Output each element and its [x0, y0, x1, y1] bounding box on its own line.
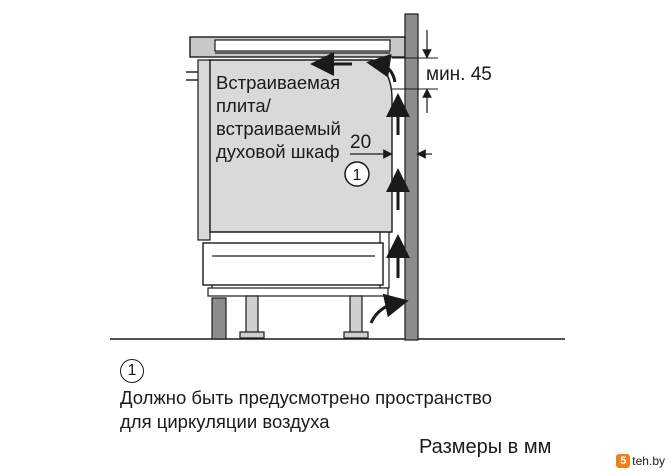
dim-min-label: мин. 45	[426, 64, 492, 85]
units-text: Размеры в мм	[419, 436, 552, 458]
airflow-arrow-bottom-curve	[369, 293, 409, 324]
watermark: 5 teh.by	[613, 452, 668, 470]
lower-compartment	[202, 242, 384, 286]
note-line-1: Должно быть предусмотрено пространство	[120, 387, 492, 408]
foot-left-base	[239, 331, 265, 339]
marker-circle	[344, 161, 370, 187]
foot-left	[245, 295, 259, 335]
note-line-2: для циркуляции воздуха	[120, 411, 330, 432]
base-strip	[207, 287, 389, 297]
appliance-label-line-4: духовой шкаф	[216, 141, 340, 162]
appliance-label: Встраиваемая плита/ встраиваемый духовой…	[216, 72, 346, 162]
cabinet-side-panel	[197, 59, 211, 241]
watermark-text: teh.by	[632, 454, 665, 468]
adjacent-cabinet-plinth	[211, 297, 227, 340]
hob	[214, 39, 391, 52]
appliance-label-line-1: Встраиваемая	[216, 72, 340, 93]
dim-gap-label: 20	[350, 132, 371, 153]
watermark-badge: 5	[616, 454, 631, 468]
note-marker: 1	[120, 359, 144, 383]
foot-right	[349, 295, 363, 335]
appliance-label-line-2: плита/	[216, 95, 272, 116]
marker-label: 1	[353, 167, 362, 184]
appliance-label-line-3: встраиваемый	[216, 118, 341, 139]
wall	[404, 13, 419, 341]
airflow-arrow-top-curve	[366, 53, 397, 83]
foot-right-base	[343, 331, 369, 339]
